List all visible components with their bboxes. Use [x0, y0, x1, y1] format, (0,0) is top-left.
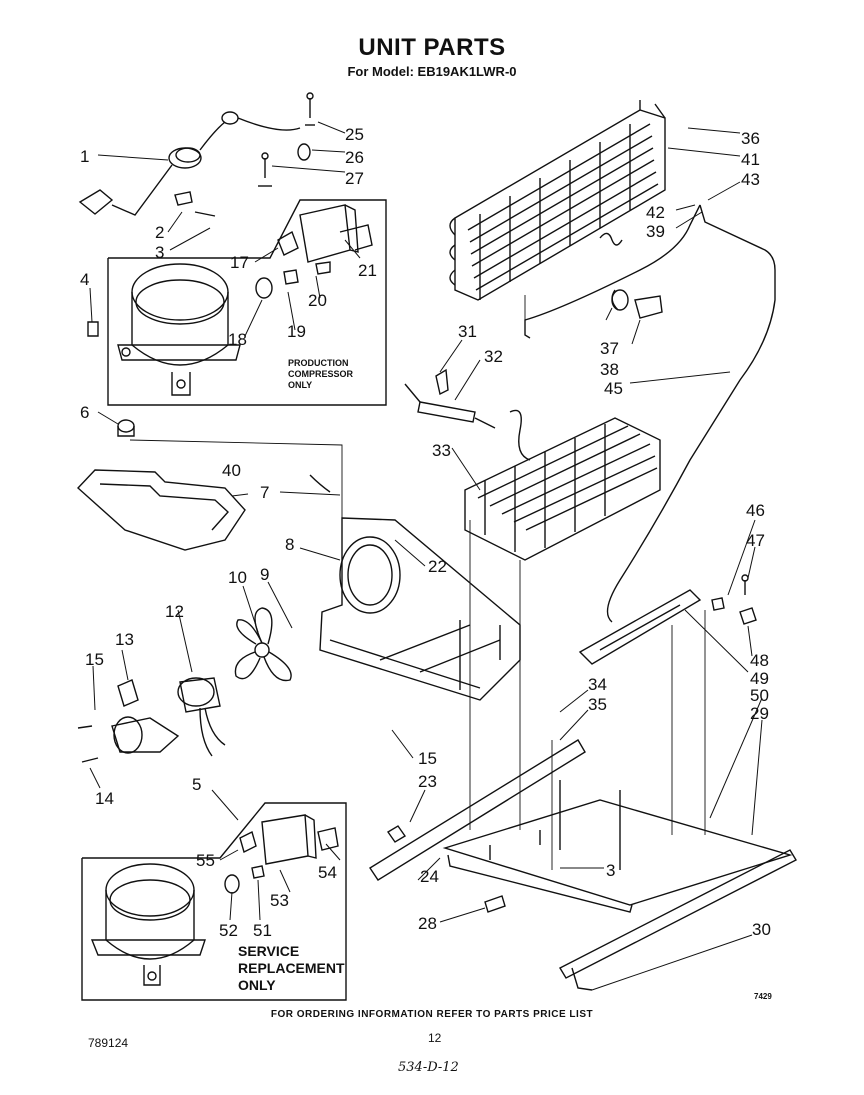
callout-15a: 15 — [85, 650, 104, 669]
service-replacement-box: SERVICE REPLACEMENT ONLY — [81, 802, 347, 1001]
callout-labels: 1 2 3 4 5 6 7 8 9 10 12 13 14 15 15 17 1… — [80, 125, 771, 940]
screws-25-27-icon — [258, 92, 315, 187]
callout-38: 38 — [600, 360, 619, 379]
callout-27: 27 — [345, 169, 364, 188]
leader-lines — [89, 121, 763, 991]
drain-pan-icon — [76, 469, 246, 551]
callout-41: 41 — [741, 150, 760, 169]
document-number: 789124 — [88, 1036, 129, 1050]
handwritten-note: 534-D-12 — [398, 1060, 459, 1075]
callout-7: 7 — [260, 483, 269, 502]
callout-52: 52 — [219, 921, 238, 940]
refrigerant-tubing-icon — [524, 204, 776, 623]
condenser-coil-icon — [449, 100, 666, 301]
service-label-line-1: SERVICE — [238, 943, 299, 959]
fan-blade-icon — [234, 607, 292, 682]
callout-8: 8 — [285, 535, 294, 554]
callout-37: 37 — [600, 339, 619, 358]
callout-10: 10 — [228, 568, 247, 587]
callout-33: 33 — [432, 441, 451, 460]
callout-32: 32 — [484, 347, 503, 366]
callout-22: 22 — [428, 557, 447, 576]
callout-34: 34 — [588, 675, 607, 694]
callout-2: 2 — [155, 223, 164, 242]
callout-50: 50 — [750, 686, 769, 705]
callout-48: 48 — [750, 651, 769, 670]
compressor-production-icon — [117, 263, 241, 396]
callout-46: 46 — [746, 501, 765, 520]
callout-40: 40 — [222, 461, 241, 480]
callout-13: 13 — [115, 630, 134, 649]
callout-43: 43 — [741, 170, 760, 189]
callout-55: 55 — [196, 851, 215, 870]
callout-31: 31 — [458, 322, 477, 341]
callout-25: 25 — [345, 125, 364, 144]
callout-3: 3 — [155, 243, 164, 262]
production-label-line-3: ONLY — [288, 380, 312, 390]
callout-26: 26 — [345, 148, 364, 167]
callout-3b: 3 — [606, 861, 615, 880]
callout-47: 47 — [746, 531, 765, 550]
model-subtitle: For Model: EB19AK1LWR-0 — [347, 64, 517, 79]
callout-23: 23 — [418, 772, 437, 791]
callout-18: 18 — [228, 330, 247, 349]
callout-49: 49 — [750, 669, 769, 688]
callout-39: 39 — [646, 222, 665, 241]
callout-14: 14 — [95, 789, 114, 808]
callout-1: 1 — [80, 147, 89, 166]
base-frame-icon — [369, 739, 797, 991]
production-compressor-box: PRODUCTION COMPRESSOR ONLY — [107, 199, 387, 406]
service-label-line-2: REPLACEMENT — [238, 960, 345, 976]
ordering-footer: FOR ORDERING INFORMATION REFER TO PARTS … — [270, 1009, 594, 1020]
mounting-rail-icon — [578, 574, 757, 665]
power-cord-icon — [78, 111, 301, 217]
callout-35: 35 — [588, 695, 607, 714]
page-number: 12 — [428, 1031, 442, 1045]
callout-29: 29 — [750, 704, 769, 723]
callout-5: 5 — [192, 775, 201, 794]
callout-45: 45 — [604, 379, 623, 398]
production-label-line-2: COMPRESSOR — [288, 369, 354, 379]
callout-24: 24 — [420, 867, 439, 886]
fan-motor-icon — [77, 677, 226, 763]
callout-4: 4 — [80, 270, 89, 289]
compressor-service-icon — [90, 814, 339, 986]
drawing-code: 7429 — [754, 992, 772, 1001]
callout-54: 54 — [318, 863, 337, 882]
drier-icon — [404, 368, 496, 429]
service-label-line-3: ONLY — [238, 977, 276, 993]
callout-20: 20 — [308, 291, 327, 310]
page-title: UNIT PARTS — [358, 34, 506, 61]
production-label-line-1: PRODUCTION — [288, 358, 349, 368]
callout-12: 12 — [165, 602, 184, 621]
grommet-icons — [87, 321, 135, 437]
callout-21: 21 — [358, 261, 377, 280]
fan-bracket-icon — [309, 474, 521, 701]
callout-9: 9 — [260, 565, 269, 584]
callout-15b: 15 — [418, 749, 437, 768]
callout-51: 51 — [253, 921, 272, 940]
callout-53: 53 — [270, 891, 289, 910]
evaporator-coil-icon — [464, 409, 661, 561]
callout-28: 28 — [418, 914, 437, 933]
callout-6: 6 — [80, 403, 89, 422]
alignment-lines — [129, 295, 706, 870]
callout-42: 42 — [646, 203, 665, 222]
callout-19: 19 — [287, 322, 306, 341]
callout-36: 36 — [741, 129, 760, 148]
callout-30: 30 — [752, 920, 771, 939]
callout-17: 17 — [230, 253, 249, 272]
